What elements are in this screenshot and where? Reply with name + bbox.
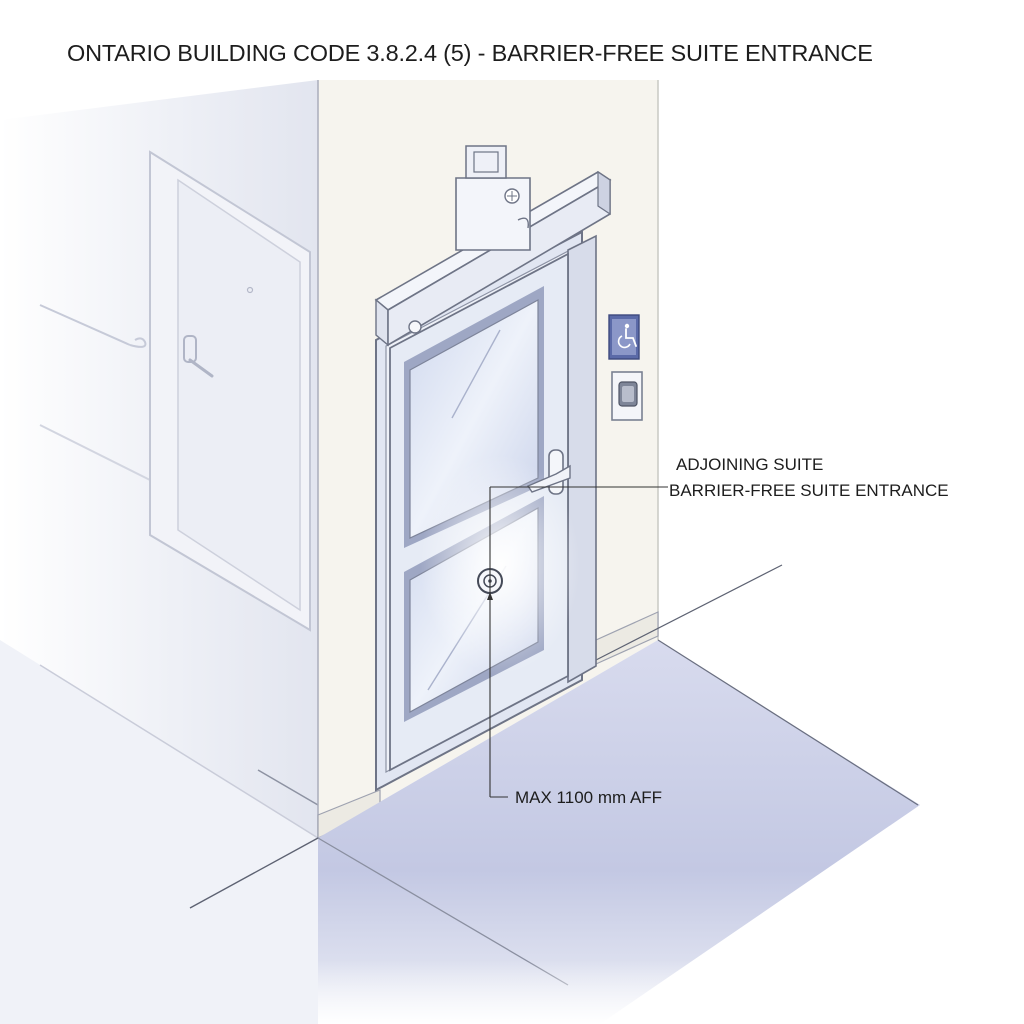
diagram-title: ONTARIO BUILDING CODE 3.8.2.4 (5) - BARR…	[67, 40, 873, 66]
wheelchair-icon	[608, 314, 640, 360]
suite-entrance-door[interactable]	[389, 252, 580, 772]
callout-max-height: MAX 1100 mm AFF	[515, 788, 663, 807]
push-button-icon[interactable]	[611, 371, 643, 421]
door-operator-icon	[455, 145, 531, 251]
adjoining-suite-door	[129, 150, 311, 632]
corridor-floor	[189, 564, 920, 1024]
callout-leaders	[487, 486, 668, 798]
callout-adjoining-suite: ADJOINING SUITE	[676, 455, 824, 474]
callout-barrier-free-entrance: BARRIER-FREE SUITE ENTRANCE	[669, 481, 949, 500]
door-lever-handle[interactable]	[526, 449, 571, 495]
